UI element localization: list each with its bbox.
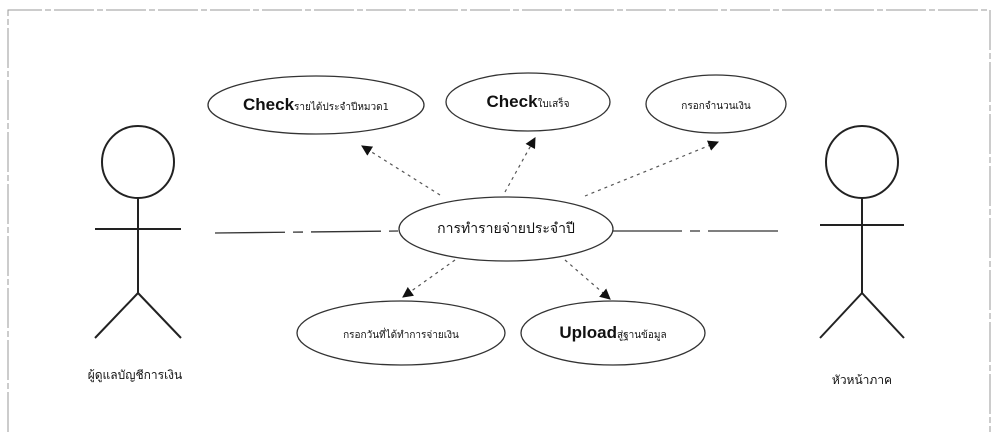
actor-left (94, 125, 182, 339)
dependency-to-check-receipt (504, 137, 536, 193)
actor-left-label: ผู้ดูแลบัญชีการเงิน (87, 368, 183, 382)
usecase-check-income (207, 75, 425, 135)
usecase-check-income-prefix: Check (243, 95, 295, 114)
dependency-to-enter-amount (584, 140, 720, 197)
actor-right-leg-right (861, 292, 905, 339)
actor-right-leg-left (819, 292, 863, 339)
actor-right (819, 125, 905, 339)
usecase-enter-date-label: กรอกวันที่ได้ทำการจ่ายเงิน (343, 323, 459, 343)
actor-right-head (825, 125, 899, 199)
usecase-enter-date-text: กรอกวันที่ได้ทำการจ่ายเงิน (343, 330, 459, 341)
usecase-main-text: การทำรายจ่ายประจำปี (437, 221, 575, 237)
usecase-upload-db-prefix: Upload (559, 323, 617, 342)
dependency-to-upload-db (564, 259, 611, 300)
usecase-check-receipt-prefix: Check (486, 92, 538, 111)
actor-right-label: หัวหน้าภาค (831, 373, 893, 387)
usecase-check-receipt-text: ใบเสร็จ (537, 99, 570, 110)
usecase-enter-date (296, 300, 506, 366)
usecase-upload-db-text: สู่ฐานข้อมูล (616, 330, 667, 341)
usecase-enter-amount (645, 74, 787, 134)
usecase-check-receipt-label: Checkใบเสร็จ (486, 92, 569, 112)
dependency-to-enter-date (402, 259, 456, 298)
usecase-check-income-text: รายได้ประจำปีหมวด1 (294, 102, 389, 113)
actor-left-head (101, 125, 175, 199)
usecase-enter-amount-text: กรอกจำนวนเงิน (681, 101, 751, 112)
usecase-enter-amount-label: กรอกจำนวนเงิน (681, 94, 750, 114)
usecase-main-label: การทำรายจ่ายประจำปี (437, 218, 575, 240)
actor-left-leg-right (137, 292, 182, 339)
usecase-check-receipt (445, 72, 611, 132)
frame-border (7, 9, 991, 432)
usecase-upload-db (520, 300, 706, 366)
usecase-upload-db-label: Uploadสู่ฐานข้อมูล (559, 323, 666, 343)
dependency-to-check-income (361, 145, 441, 196)
association-left (214, 230, 399, 234)
usecase-check-income-label: Checkรายได้ประจำปีหมวด1 (243, 95, 389, 115)
usecase-main (398, 196, 614, 262)
actor-left-leg-left (94, 292, 139, 339)
